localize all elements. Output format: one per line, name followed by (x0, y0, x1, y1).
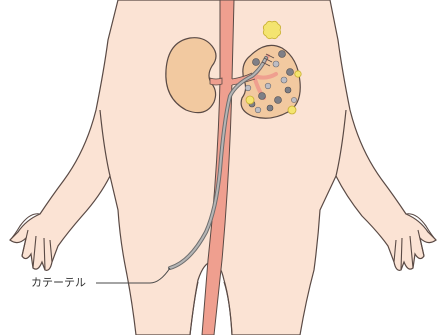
left-renal-artery (210, 78, 222, 85)
catheter-label: カテーテル (31, 277, 86, 289)
tumor-large (263, 21, 280, 38)
